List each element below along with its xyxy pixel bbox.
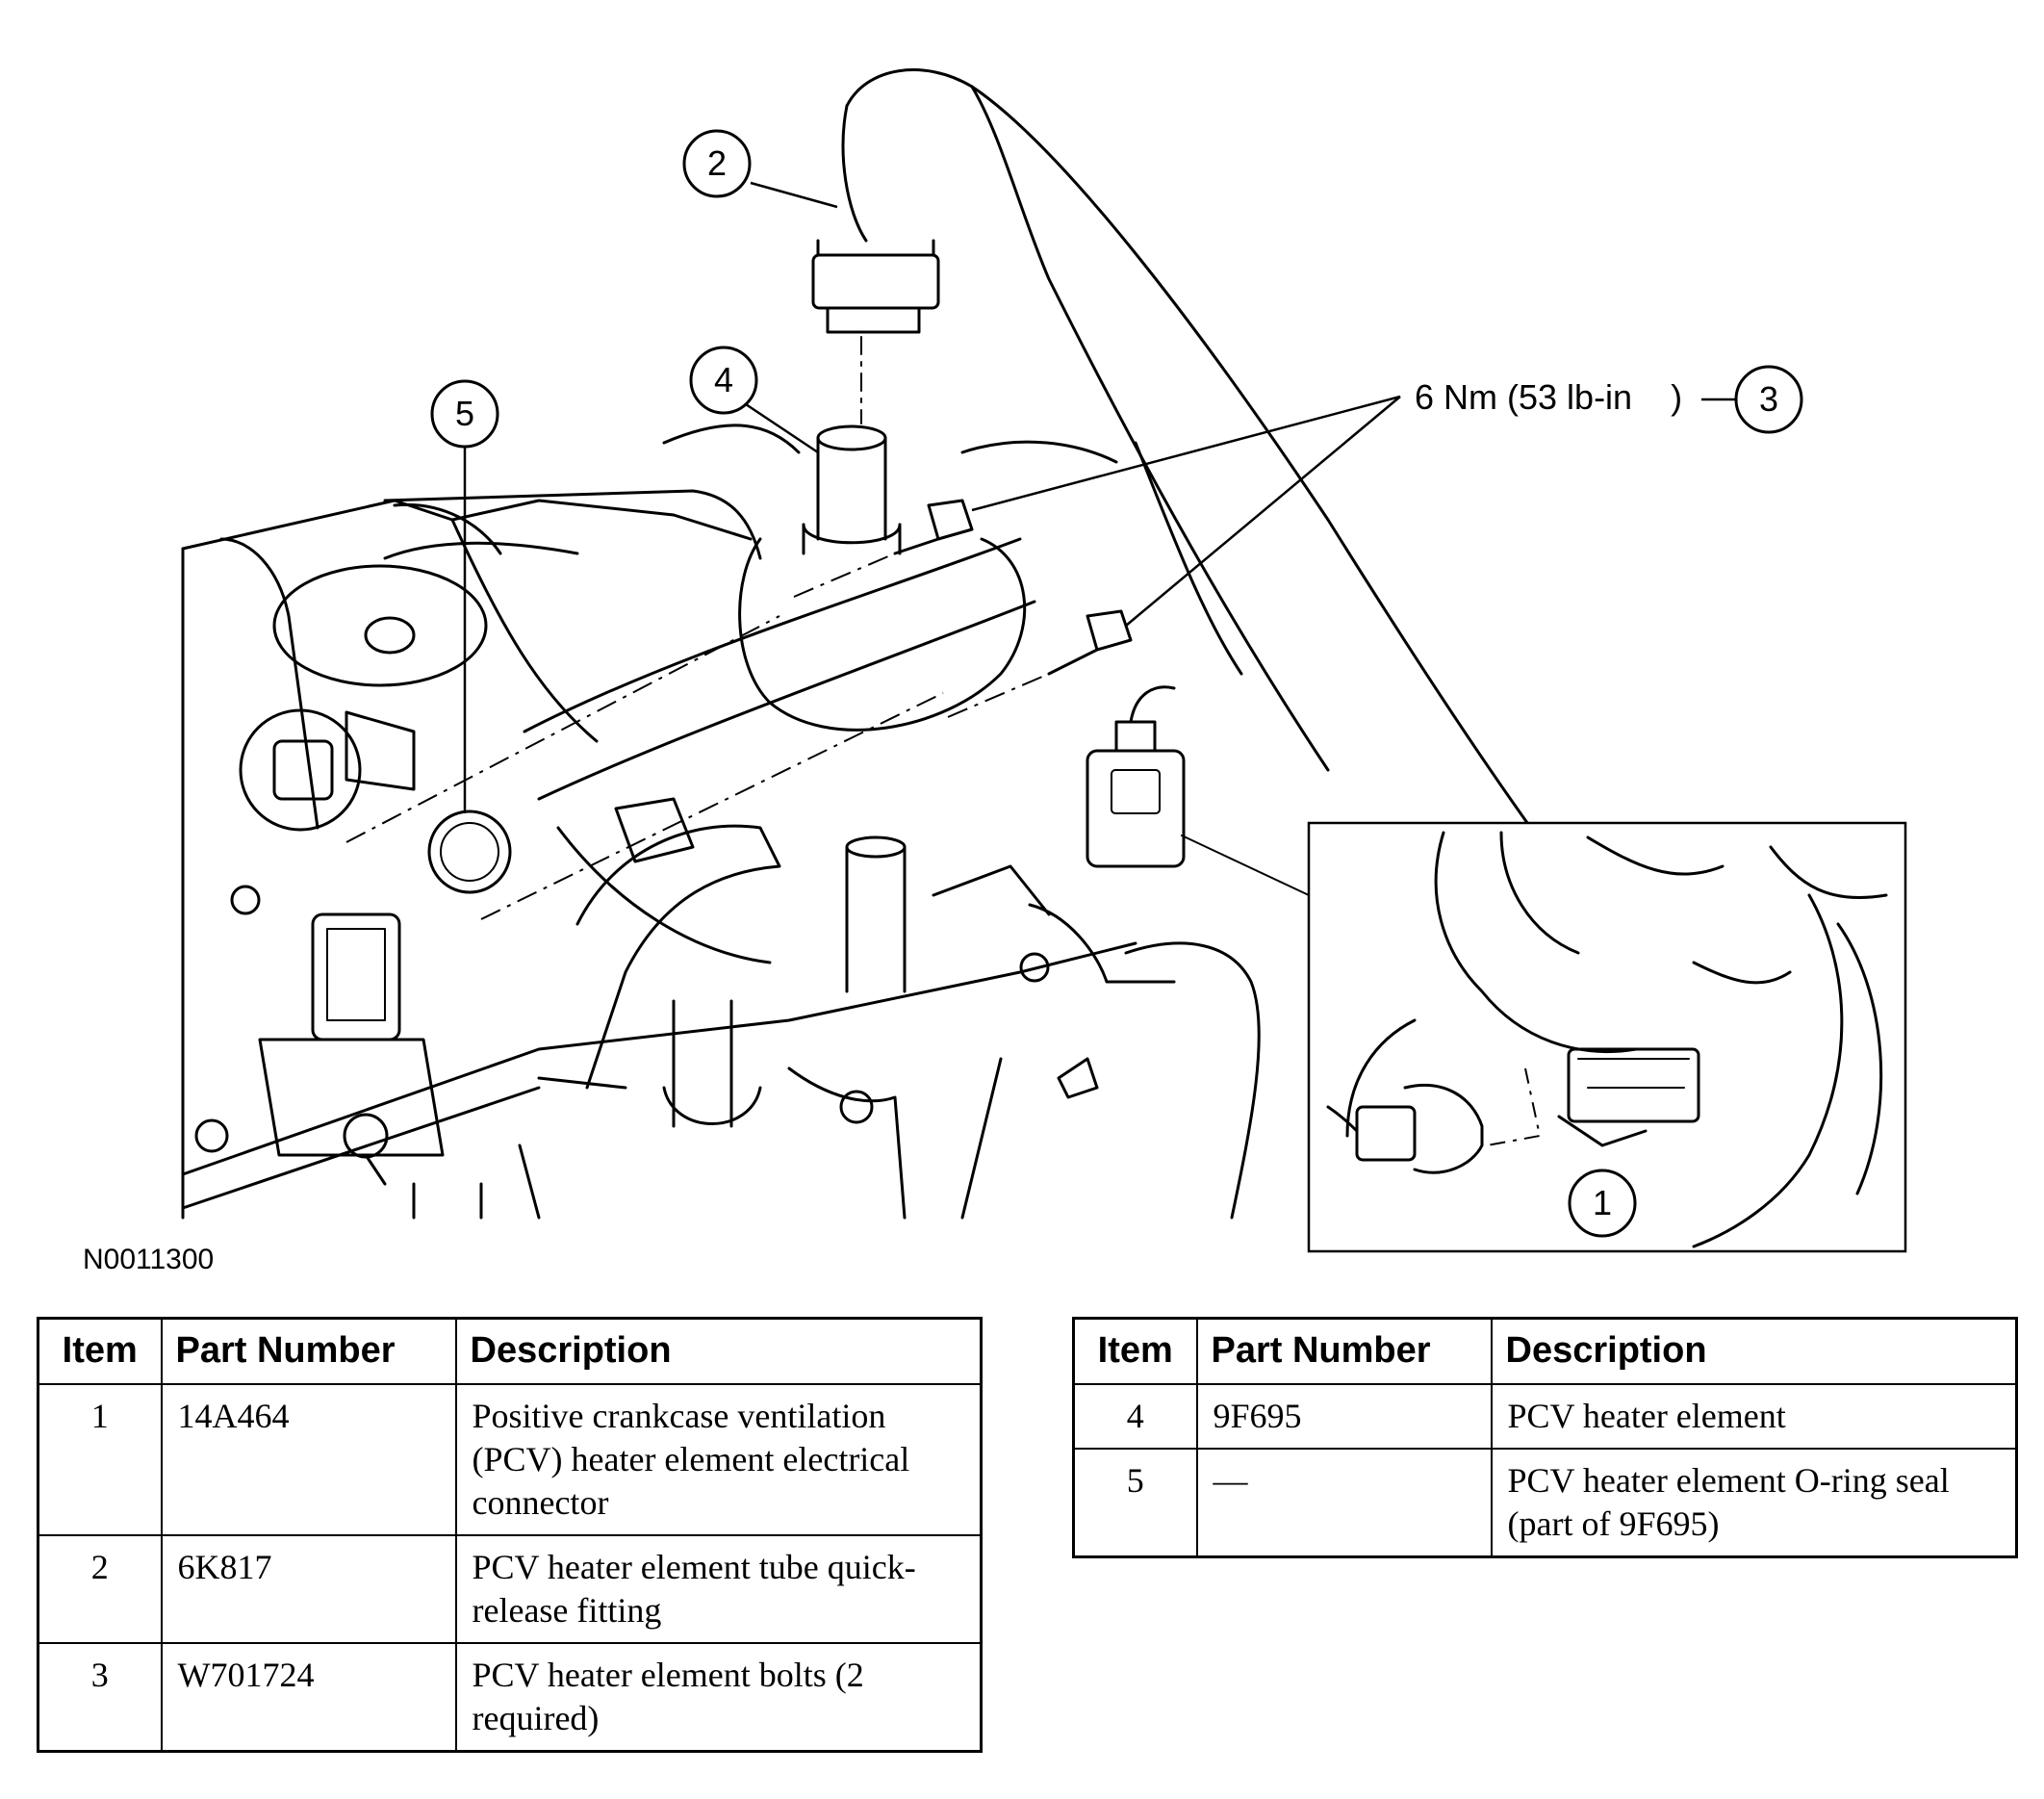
item-cell: 2: [37, 1534, 163, 1644]
table-row: 3 W701724 PCV heater element bolts (2 re…: [37, 1642, 983, 1753]
item-cell: 4: [1072, 1383, 1198, 1450]
table-row: 4 9F695 PCV heater element: [1072, 1383, 2018, 1450]
callout-2-label: 2: [707, 143, 727, 183]
o-ring-seal: [427, 810, 512, 894]
header-part-number: Part Number: [1195, 1317, 1493, 1385]
header-description: Description: [454, 1317, 983, 1385]
parts-table-left: Item Part Number Description 1 14A464 Po…: [37, 1317, 983, 1753]
figure-reference-code: N0011300: [83, 1244, 215, 1275]
callout-1-label: 1: [1593, 1183, 1612, 1222]
description-cell: Positive crankcase ventilation (PCV) hea…: [454, 1383, 983, 1536]
header-item: Item: [37, 1317, 163, 1385]
item-cell: 3: [37, 1642, 163, 1753]
header-description: Description: [1490, 1317, 2018, 1385]
pcv-heater-element: [738, 424, 1027, 732]
intake-hose: [845, 68, 1561, 868]
table-header-row: Item Part Number Description: [37, 1317, 983, 1385]
table-row: 5 — PCV heater element O-ring seal (part…: [1072, 1448, 2018, 1558]
table-row: 2 6K817 PCV heater element tube quick-re…: [37, 1534, 983, 1644]
callout-4-label: 4: [714, 360, 733, 399]
bolt-upper: [893, 499, 974, 555]
part-number-cell: 14A464: [160, 1383, 457, 1536]
bolt-lower: [1047, 609, 1133, 676]
part-number-cell: 9F695: [1195, 1383, 1493, 1450]
callout-5-label: 5: [455, 394, 474, 433]
quick-release-fitting: [811, 239, 940, 334]
description-cell: PCV heater element: [1490, 1383, 2018, 1450]
callout-5: [430, 379, 499, 449]
description-cell: PCV heater element tube quick-release fi…: [454, 1534, 983, 1644]
torque-label: 6 Nm (53 lb-in ): [1415, 377, 1682, 417]
table-header-row: Item Part Number Description: [1072, 1317, 2018, 1385]
table-row: 1 14A464 Positive crankcase ventilation …: [37, 1383, 983, 1536]
header-part-number: Part Number: [160, 1317, 457, 1385]
description-cell: PCV heater element bolts (2 required): [454, 1642, 983, 1753]
callout-1: [1568, 1169, 1637, 1238]
callout-4: [689, 346, 758, 415]
part-number-cell: 6K817: [160, 1534, 457, 1644]
pcv-connector-main: [1086, 685, 1186, 868]
item-cell: 5: [1072, 1448, 1198, 1558]
part-number-cell: W701724: [160, 1642, 457, 1753]
part-number-cell: —: [1195, 1448, 1493, 1558]
description-cell: PCV heater element O-ring seal (part of …: [1490, 1448, 2018, 1558]
parts-table-right: Item Part Number Description 4 9F695 PCV…: [1072, 1317, 2018, 1558]
item-cell: 1: [37, 1383, 163, 1536]
callout-3-label: 3: [1759, 379, 1778, 419]
header-item: Item: [1072, 1317, 1198, 1385]
callout-2: [682, 129, 752, 198]
